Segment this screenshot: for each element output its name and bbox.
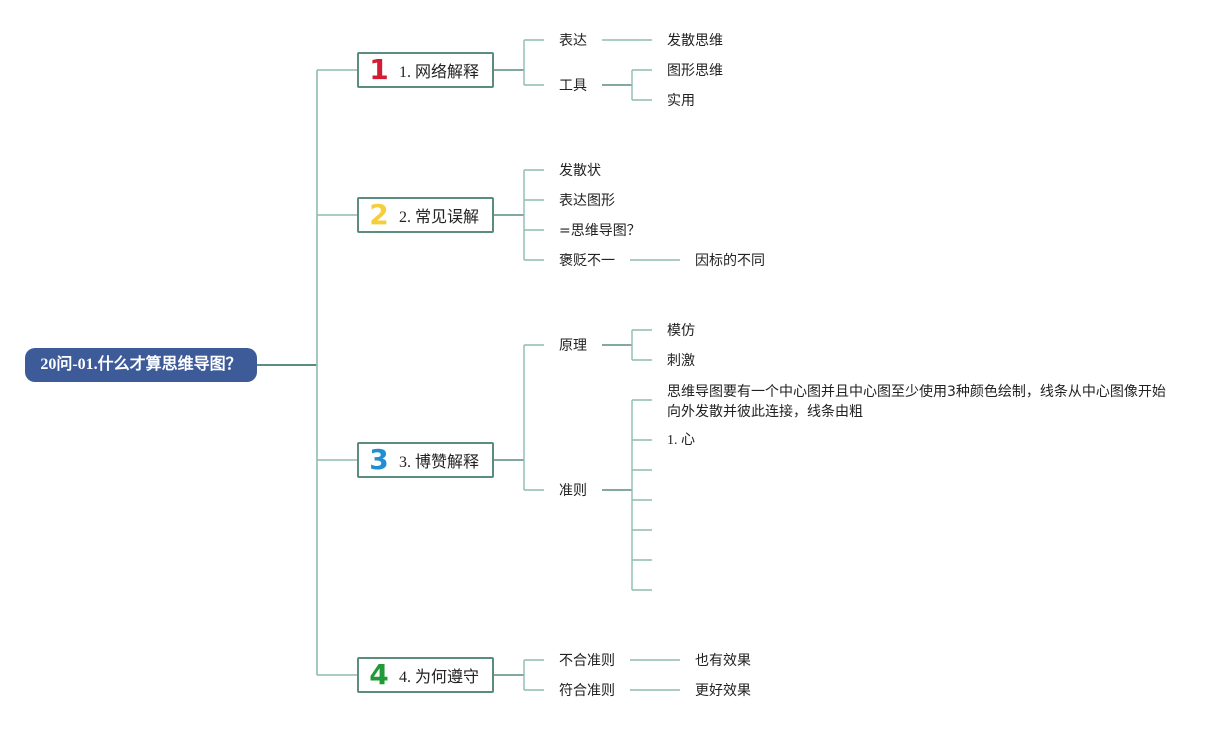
- node-practical[interactable]: 实用: [667, 93, 695, 109]
- node-more-effective[interactable]: 更好效果: [695, 683, 751, 699]
- central-topic[interactable]: 20问-01.什么才算思维导图？: [25, 348, 257, 382]
- node-radial[interactable]: 发散状: [559, 163, 601, 179]
- node-express-graphic[interactable]: 表达图形: [559, 193, 615, 209]
- node-rule-description[interactable]: 思维导图要有一个中心图并且中心图至少使用3种颜色绘制，线条从中心图像开始向外发散…: [667, 384, 1166, 420]
- branch-4-why-follow[interactable]: 4 4. 为何遵守: [357, 657, 494, 693]
- branch-3-buzan-explanation[interactable]: 3 3. 博赞解释: [357, 442, 494, 478]
- node-also-effective[interactable]: 也有效果: [695, 653, 751, 669]
- node-mixed-reviews[interactable]: 褒贬不一: [559, 253, 615, 269]
- number-1-icon: 1: [369, 53, 389, 86]
- number-2-icon: 2: [369, 198, 389, 231]
- node-divergent-thinking[interactable]: 发散思维: [667, 33, 723, 49]
- node-equals-mindmap[interactable]: =思维导图？: [559, 223, 641, 239]
- branch-label: 3. 博赞解释: [399, 454, 480, 471]
- node-stimulate[interactable]: 刺激: [667, 353, 695, 369]
- node-graphic-thinking[interactable]: 图形思维: [667, 63, 723, 79]
- node-conforming[interactable]: 符合准则: [559, 683, 615, 699]
- branch-label: 4. 为何遵守: [399, 669, 480, 686]
- node-rules[interactable]: 准则: [559, 483, 587, 499]
- number-3-icon: 3: [369, 443, 389, 476]
- node-nonconforming[interactable]: 不合准则: [559, 653, 615, 669]
- node-imitate[interactable]: 模仿: [667, 323, 695, 339]
- node-principle[interactable]: 原理: [559, 338, 587, 354]
- node-rule-1[interactable]: 1. 心: [667, 433, 695, 448]
- number-4-icon: 4: [369, 658, 389, 691]
- node-tool[interactable]: 工具: [559, 78, 587, 94]
- branch-label: 2. 常见误解: [399, 209, 480, 226]
- node-different-targets[interactable]: 因标的不同: [695, 253, 765, 269]
- branch-2-common-misunderstandings[interactable]: 2 2. 常见误解: [357, 197, 494, 233]
- branch-label: 1. 网络解释: [399, 64, 480, 81]
- node-expression[interactable]: 表达: [559, 33, 587, 49]
- branch-1-network-explanation[interactable]: 1 1. 网络解释: [357, 52, 494, 88]
